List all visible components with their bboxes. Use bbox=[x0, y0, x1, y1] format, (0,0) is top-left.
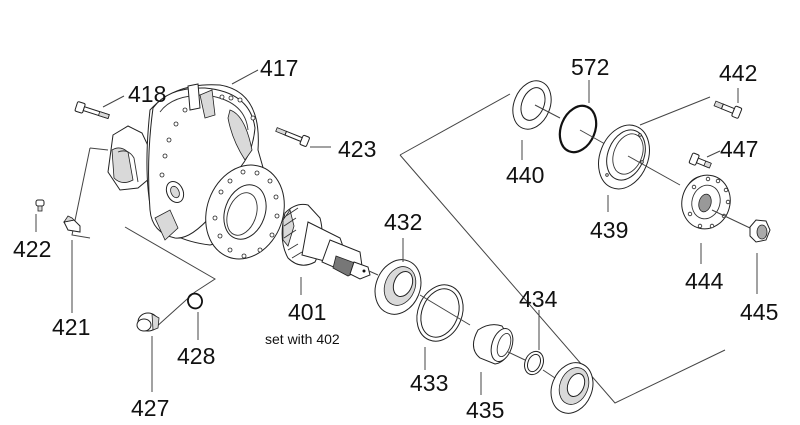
part-401-pinion-shaft[interactable] bbox=[281, 203, 379, 295]
label-401[interactable]: 401 bbox=[288, 299, 327, 325]
label-417[interactable]: 417 bbox=[260, 55, 299, 81]
part-445-nut[interactable] bbox=[749, 219, 771, 294]
label-434[interactable]: 434 bbox=[519, 286, 558, 312]
part-442-bolt[interactable] bbox=[713, 88, 743, 119]
label-433[interactable]: 433 bbox=[410, 370, 449, 396]
part-439-cover[interactable] bbox=[589, 117, 681, 212]
assembly-guide-lines bbox=[71, 93, 726, 404]
label-428[interactable]: 428 bbox=[177, 343, 216, 369]
part-rear-bearing[interactable] bbox=[544, 356, 601, 419]
part-434-shim-ring[interactable] bbox=[521, 310, 556, 379]
label-572[interactable]: 572 bbox=[571, 54, 610, 80]
part-421-bracket[interactable] bbox=[63, 215, 81, 313]
part-423-bolt[interactable] bbox=[275, 125, 331, 148]
label-427[interactable]: 427 bbox=[131, 395, 170, 421]
flange-holes bbox=[159, 94, 256, 178]
part-427-plug[interactable] bbox=[136, 312, 160, 392]
label-423[interactable]: 423 bbox=[338, 136, 377, 162]
part-418-bolt[interactable] bbox=[74, 95, 125, 121]
part-447-bolt[interactable] bbox=[688, 150, 721, 171]
label-435[interactable]: 435 bbox=[466, 397, 505, 423]
label-445[interactable]: 445 bbox=[740, 299, 779, 325]
flange-bolt-holes bbox=[687, 176, 731, 229]
face-holes bbox=[212, 169, 280, 259]
part-432-bearing[interactable] bbox=[367, 238, 429, 321]
part-572-o-ring[interactable] bbox=[553, 80, 606, 158]
part-422-screw[interactable] bbox=[35, 199, 45, 232]
part-428-sealing-ring[interactable] bbox=[186, 292, 204, 340]
label-440[interactable]: 440 bbox=[506, 162, 545, 188]
label-444[interactable]: 444 bbox=[685, 268, 724, 294]
part-417-housing[interactable] bbox=[107, 69, 297, 270]
label-418[interactable]: 418 bbox=[128, 81, 167, 107]
part-433-shim[interactable] bbox=[409, 278, 472, 370]
label-447[interactable]: 447 bbox=[720, 136, 759, 162]
label-422[interactable]: 422 bbox=[13, 236, 52, 262]
label-421[interactable]: 421 bbox=[52, 314, 91, 340]
part-444-flange[interactable] bbox=[676, 170, 751, 264]
part-435-spacer[interactable] bbox=[473, 324, 526, 395]
label-439[interactable]: 439 bbox=[590, 217, 629, 243]
part-440-shaft-seal[interactable] bbox=[506, 75, 561, 160]
label-401-note: set with 402 bbox=[265, 331, 340, 347]
label-442[interactable]: 442 bbox=[719, 60, 758, 86]
label-432[interactable]: 432 bbox=[384, 209, 423, 235]
